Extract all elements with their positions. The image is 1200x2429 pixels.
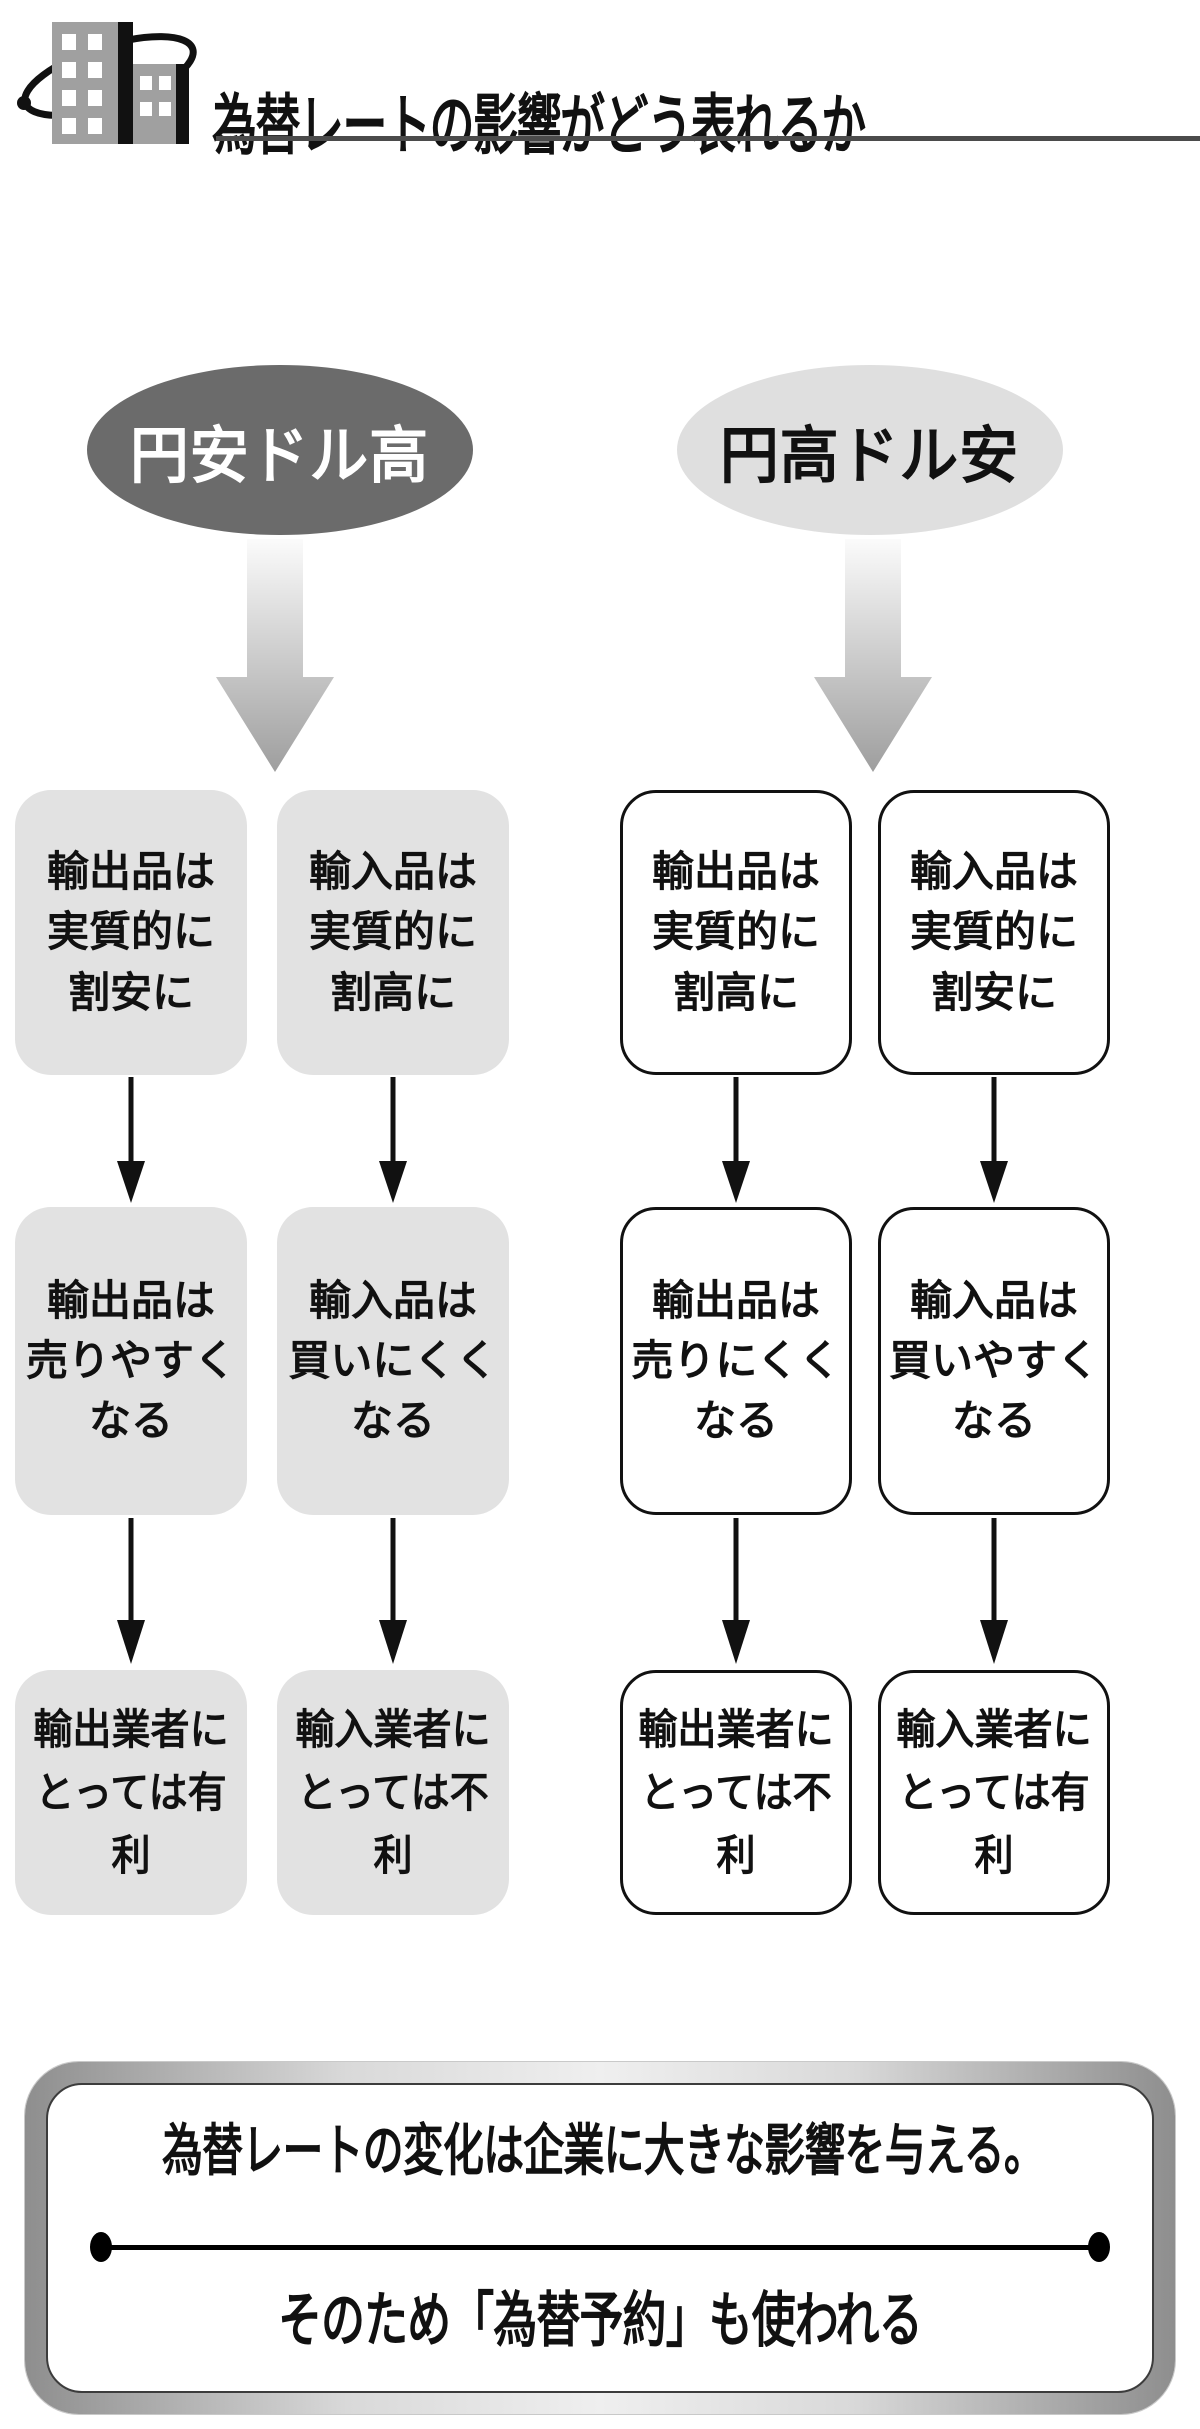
box-line: 割高に [329, 968, 456, 1016]
big-down-arrow-left [216, 539, 334, 772]
box-line: 割安に [67, 968, 194, 1016]
down-arrow [722, 1077, 750, 1203]
box-line: とっては有利 [898, 1769, 1090, 1879]
flow-box-import-harder-buy: 輸入品は買いにくくなる [277, 1207, 509, 1515]
box-line: とっては不利 [640, 1769, 832, 1879]
box-line: 輸出品は [651, 848, 820, 896]
box-line: 実質的に [46, 908, 215, 956]
flow-box-export-harder-sell: 輸出品は売りにくくなる [620, 1207, 852, 1515]
down-arrow [980, 1518, 1008, 1664]
box-line: 輸出品は [46, 1276, 215, 1324]
box-line: とっては不利 [297, 1769, 489, 1879]
flow-box-import-cheaper: 輸入品は実質的に割安に [878, 790, 1110, 1075]
divider-dot-right [1088, 2232, 1110, 2262]
box-line: 輸出業者に [638, 1706, 834, 1753]
flow-box-export-easier-sell: 輸出品は売りやすくなる [15, 1207, 247, 1515]
divider-dot-left [90, 2232, 112, 2262]
down-arrow [722, 1518, 750, 1664]
summary-line-1: 為替レートの変化は企業に大きな影響を与える。 [162, 2119, 1045, 2182]
box-line: 輸入品は [909, 1276, 1078, 1324]
box-line: 輸出品は [651, 1276, 820, 1324]
box-line: 実質的に [909, 908, 1078, 956]
summary-banner-inner [46, 2083, 1154, 2393]
box-line: 輸入品は [308, 848, 477, 896]
scenario-label: 円安ドル高 [130, 422, 430, 491]
scenario-label: 円高ドル安 [720, 422, 1020, 491]
flow-box-import-pricier: 輸入品は実質的に割高に [277, 790, 509, 1075]
flow-box-exporter-advantage: 輸出業者にとっては有利 [15, 1670, 247, 1915]
box-line: 売りやすく [25, 1336, 236, 1384]
down-arrow [117, 1077, 145, 1203]
box-line: 輸入業者に [295, 1706, 491, 1753]
box-line: なる [88, 1397, 173, 1445]
box-line: なる [350, 1397, 435, 1445]
flow-box-export-pricier: 輸出品は実質的に割高に [620, 790, 852, 1075]
box-line: なる [693, 1397, 778, 1445]
box-line: 輸出品は [46, 848, 215, 896]
flow-box-exporter-disadvantage: 輸出業者にとっては不利 [620, 1670, 852, 1915]
box-line: 輸出業者に [33, 1706, 229, 1753]
box-line: 割安に [930, 968, 1057, 1016]
flow-box-importer-disadvantage: 輸入業者にとっては不利 [277, 1670, 509, 1915]
divider-line [102, 2245, 1098, 2250]
scenario-oval-yen-strong-dollar-weak: 円高ドル安 [677, 365, 1063, 535]
flow-box-export-cheaper: 輸出品は実質的に割安に [15, 790, 247, 1075]
flow-box-import-easier-buy: 輸入品は買いやすくなる [878, 1207, 1110, 1515]
summary-divider [90, 2232, 1110, 2262]
box-line: 実質的に [651, 908, 820, 956]
summary-line-2: そのため「為替予約」も使われる [278, 2287, 923, 2354]
scenario-oval-yen-weak-dollar-strong: 円安ドル高 [87, 365, 473, 535]
box-line: とっては有利 [35, 1769, 227, 1879]
title-underline [216, 136, 1200, 141]
down-arrow [379, 1518, 407, 1664]
box-line: 輸入品は [909, 848, 1078, 896]
box-line: なる [951, 1397, 1036, 1445]
page-title: 為替レートの影響がどう表れるか [212, 88, 866, 163]
box-line: 割高に [672, 968, 799, 1016]
box-line: 買いにくく [288, 1336, 498, 1384]
down-arrow [117, 1518, 145, 1664]
building-orbit-icon [17, 22, 197, 144]
down-arrow [379, 1077, 407, 1203]
down-arrow [980, 1077, 1008, 1203]
box-line: 買いやすく [888, 1336, 1099, 1384]
flow-box-importer-advantage: 輸入業者にとっては有利 [878, 1670, 1110, 1915]
box-line: 輸入品は [308, 1276, 477, 1324]
box-line: 売りにくく [631, 1336, 841, 1384]
box-line: 実質的に [308, 908, 477, 956]
summary-banner [25, 2062, 1175, 2414]
box-line: 輸入業者に [896, 1706, 1092, 1753]
big-down-arrow-right [814, 539, 932, 772]
